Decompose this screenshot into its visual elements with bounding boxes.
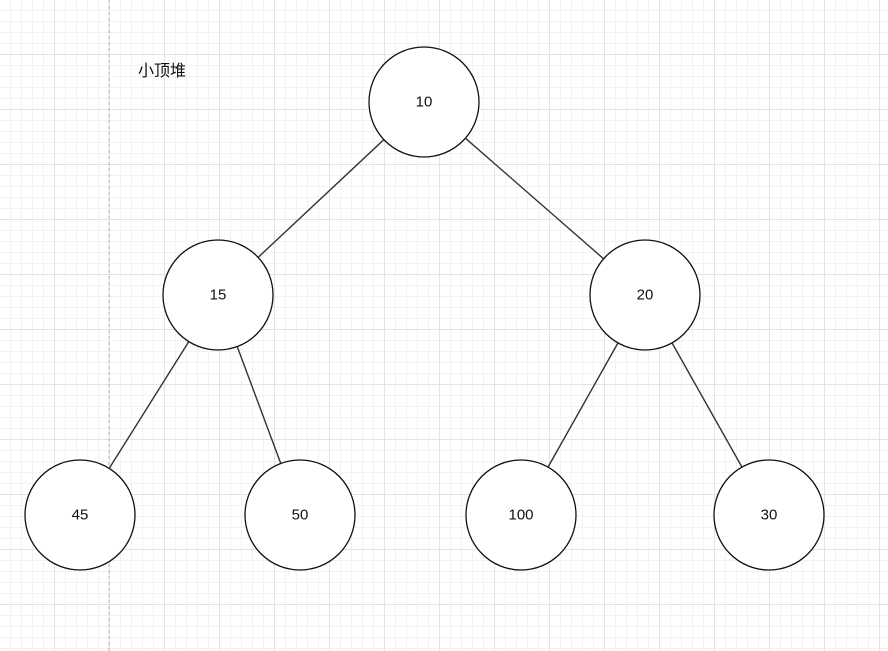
node-circle: [589, 239, 701, 351]
edge-15-50: [236, 346, 282, 464]
heap-node-20: 20: [589, 239, 701, 351]
node-label: 20: [637, 287, 654, 304]
nodes-layer: 10 15 20 45 50 100 30: [24, 46, 825, 571]
node-circle: [713, 459, 825, 571]
node-label: 10: [416, 94, 433, 111]
node-label: 15: [210, 287, 227, 304]
node-circle: [244, 459, 356, 571]
edge-20-30: [671, 342, 743, 468]
node-circle: [465, 459, 577, 571]
node-label: 30: [761, 507, 778, 524]
node-label: 45: [72, 507, 89, 524]
edge-20-100: [547, 342, 619, 468]
edge-15-45: [108, 341, 190, 469]
node-label: 50: [292, 507, 309, 524]
node-label: 100: [508, 507, 533, 524]
heap-node-10: 10: [368, 46, 480, 158]
edge-10-15: [257, 139, 385, 258]
diagram-title: 小顶堆: [138, 61, 187, 80]
heap-node-100: 100: [465, 459, 577, 571]
edges-layer: [108, 137, 743, 469]
node-circle: [368, 46, 480, 158]
heap-node-45: 45: [24, 459, 136, 571]
heap-node-15: 15: [162, 239, 274, 351]
edge-10-20: [464, 137, 605, 260]
node-circle: [162, 239, 274, 351]
heap-node-50: 50: [244, 459, 356, 571]
heap-node-30: 30: [713, 459, 825, 571]
node-circle: [24, 459, 136, 571]
